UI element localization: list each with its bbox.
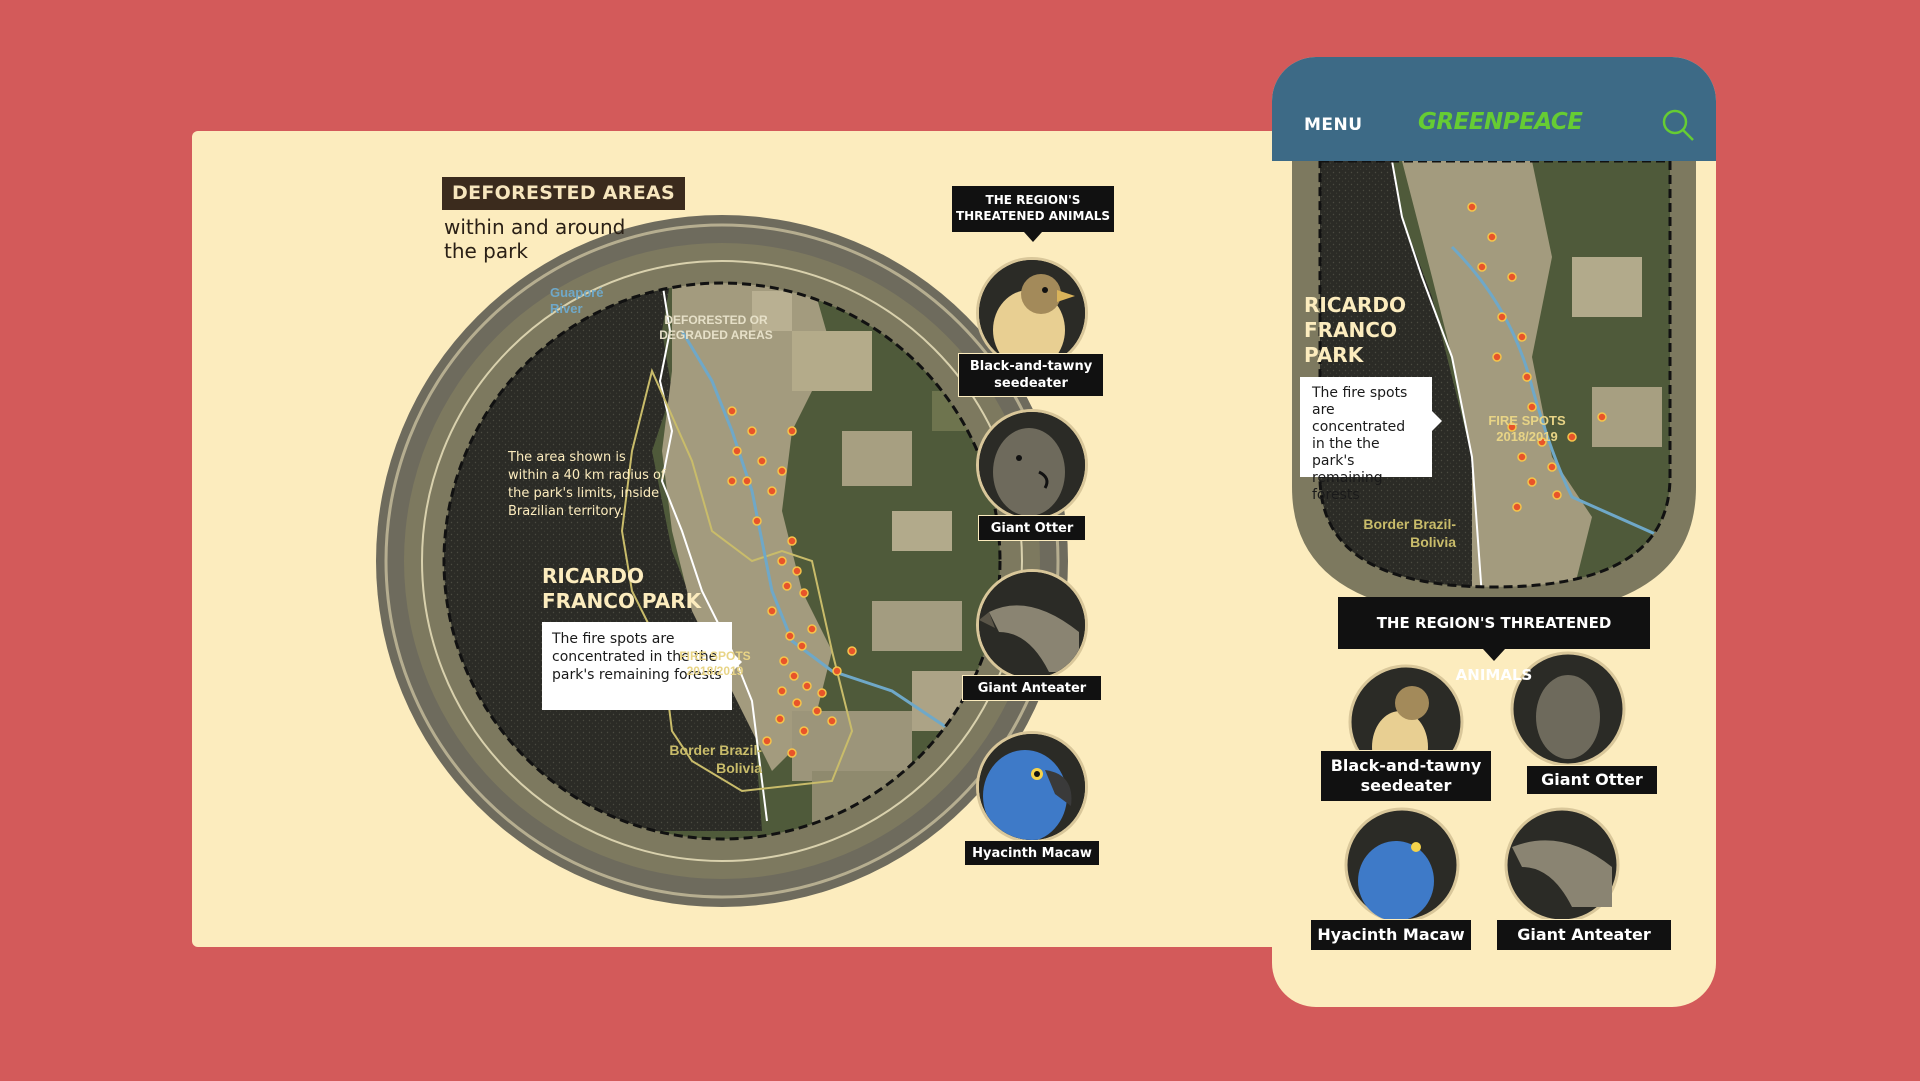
otter-icon [976, 409, 1088, 521]
park-name: RICARDO FRANCO PARK [542, 564, 702, 613]
mobile-border-label: Border Brazil-Bolivia [1363, 516, 1456, 550]
menu-button[interactable]: MENU [1304, 115, 1363, 135]
park-outline [620, 367, 854, 793]
mobile-label-otter: Giant Otter [1526, 765, 1658, 795]
mobile-fire-spots-label: FIRE SPOTS 2018/2019 [1482, 413, 1572, 445]
mobile-label-macaw: Hyacinth Macaw [1310, 919, 1472, 951]
mobile-map [1292, 159, 1696, 923]
desktop-infographic-card: DEFORESTED AREAS within and around the p… [192, 131, 1282, 947]
search-icon[interactable] [1660, 107, 1696, 143]
border-line [658, 283, 768, 822]
mobile-animals-header: THE REGION'S THREATENED ANIMALS [1338, 597, 1650, 684]
animals-header: THE REGION'S THREATENED ANIMALS [952, 186, 1114, 242]
map-subtitle: within and around the park [444, 215, 626, 263]
mobile-fire-spots-years: 2018/2019 [1496, 429, 1558, 444]
seedeater-bird-icon [976, 257, 1088, 369]
fire-spots-years: 2018/2019 [686, 664, 744, 678]
animal-label-otter: Giant Otter [978, 515, 1086, 541]
mobile-fire-note: The fire spots are concentrated in the t… [1300, 377, 1442, 503]
guapore-river [680, 330, 1000, 753]
animal-label-macaw: Hyacinth Macaw [964, 840, 1100, 866]
map-title: DEFORESTED AREAS [442, 177, 686, 210]
border-label: Border Brazil-Bolivia [669, 742, 762, 776]
mobile-phone-mockup: MENU GREENPEACE RICARDO FRANCO PARK The … [1272, 57, 1716, 1007]
mobile-park-name: RICARDO FRANCO PARK [1304, 293, 1407, 367]
macaw-icon [976, 731, 1088, 843]
mobile-label-anteater: Giant Anteater [1496, 919, 1672, 951]
deforestation-map [376, 215, 1068, 907]
mobile-fire-spots-title: FIRE SPOTS [1488, 413, 1566, 428]
radius-note: The area shown is within a 40 km radius … [508, 450, 666, 519]
mobile-header: MENU GREENPEACE [1272, 57, 1716, 161]
fire-note-box: The fire spots are concentrated in the t… [542, 622, 742, 710]
greenpeace-logo[interactable]: GREENPEACE [1418, 109, 1583, 135]
animal-label-anteater: Giant Anteater [962, 675, 1102, 701]
fire-spots-label: FIRE SPOTS 2018/2019 [670, 649, 760, 679]
fire-spots-title: FIRE SPOTS [679, 649, 751, 663]
map-dashed-edge [442, 281, 1002, 841]
anteater-icon [976, 569, 1088, 681]
animal-label-seedeater: Black-and-tawny seedeater [958, 353, 1104, 397]
river-label: Guaporé River [550, 285, 604, 316]
deforested-label: DEFORESTED OR DEGRADED AREAS [659, 313, 773, 342]
mobile-label-seedeater: Black-and-tawny seedeater [1320, 750, 1492, 802]
